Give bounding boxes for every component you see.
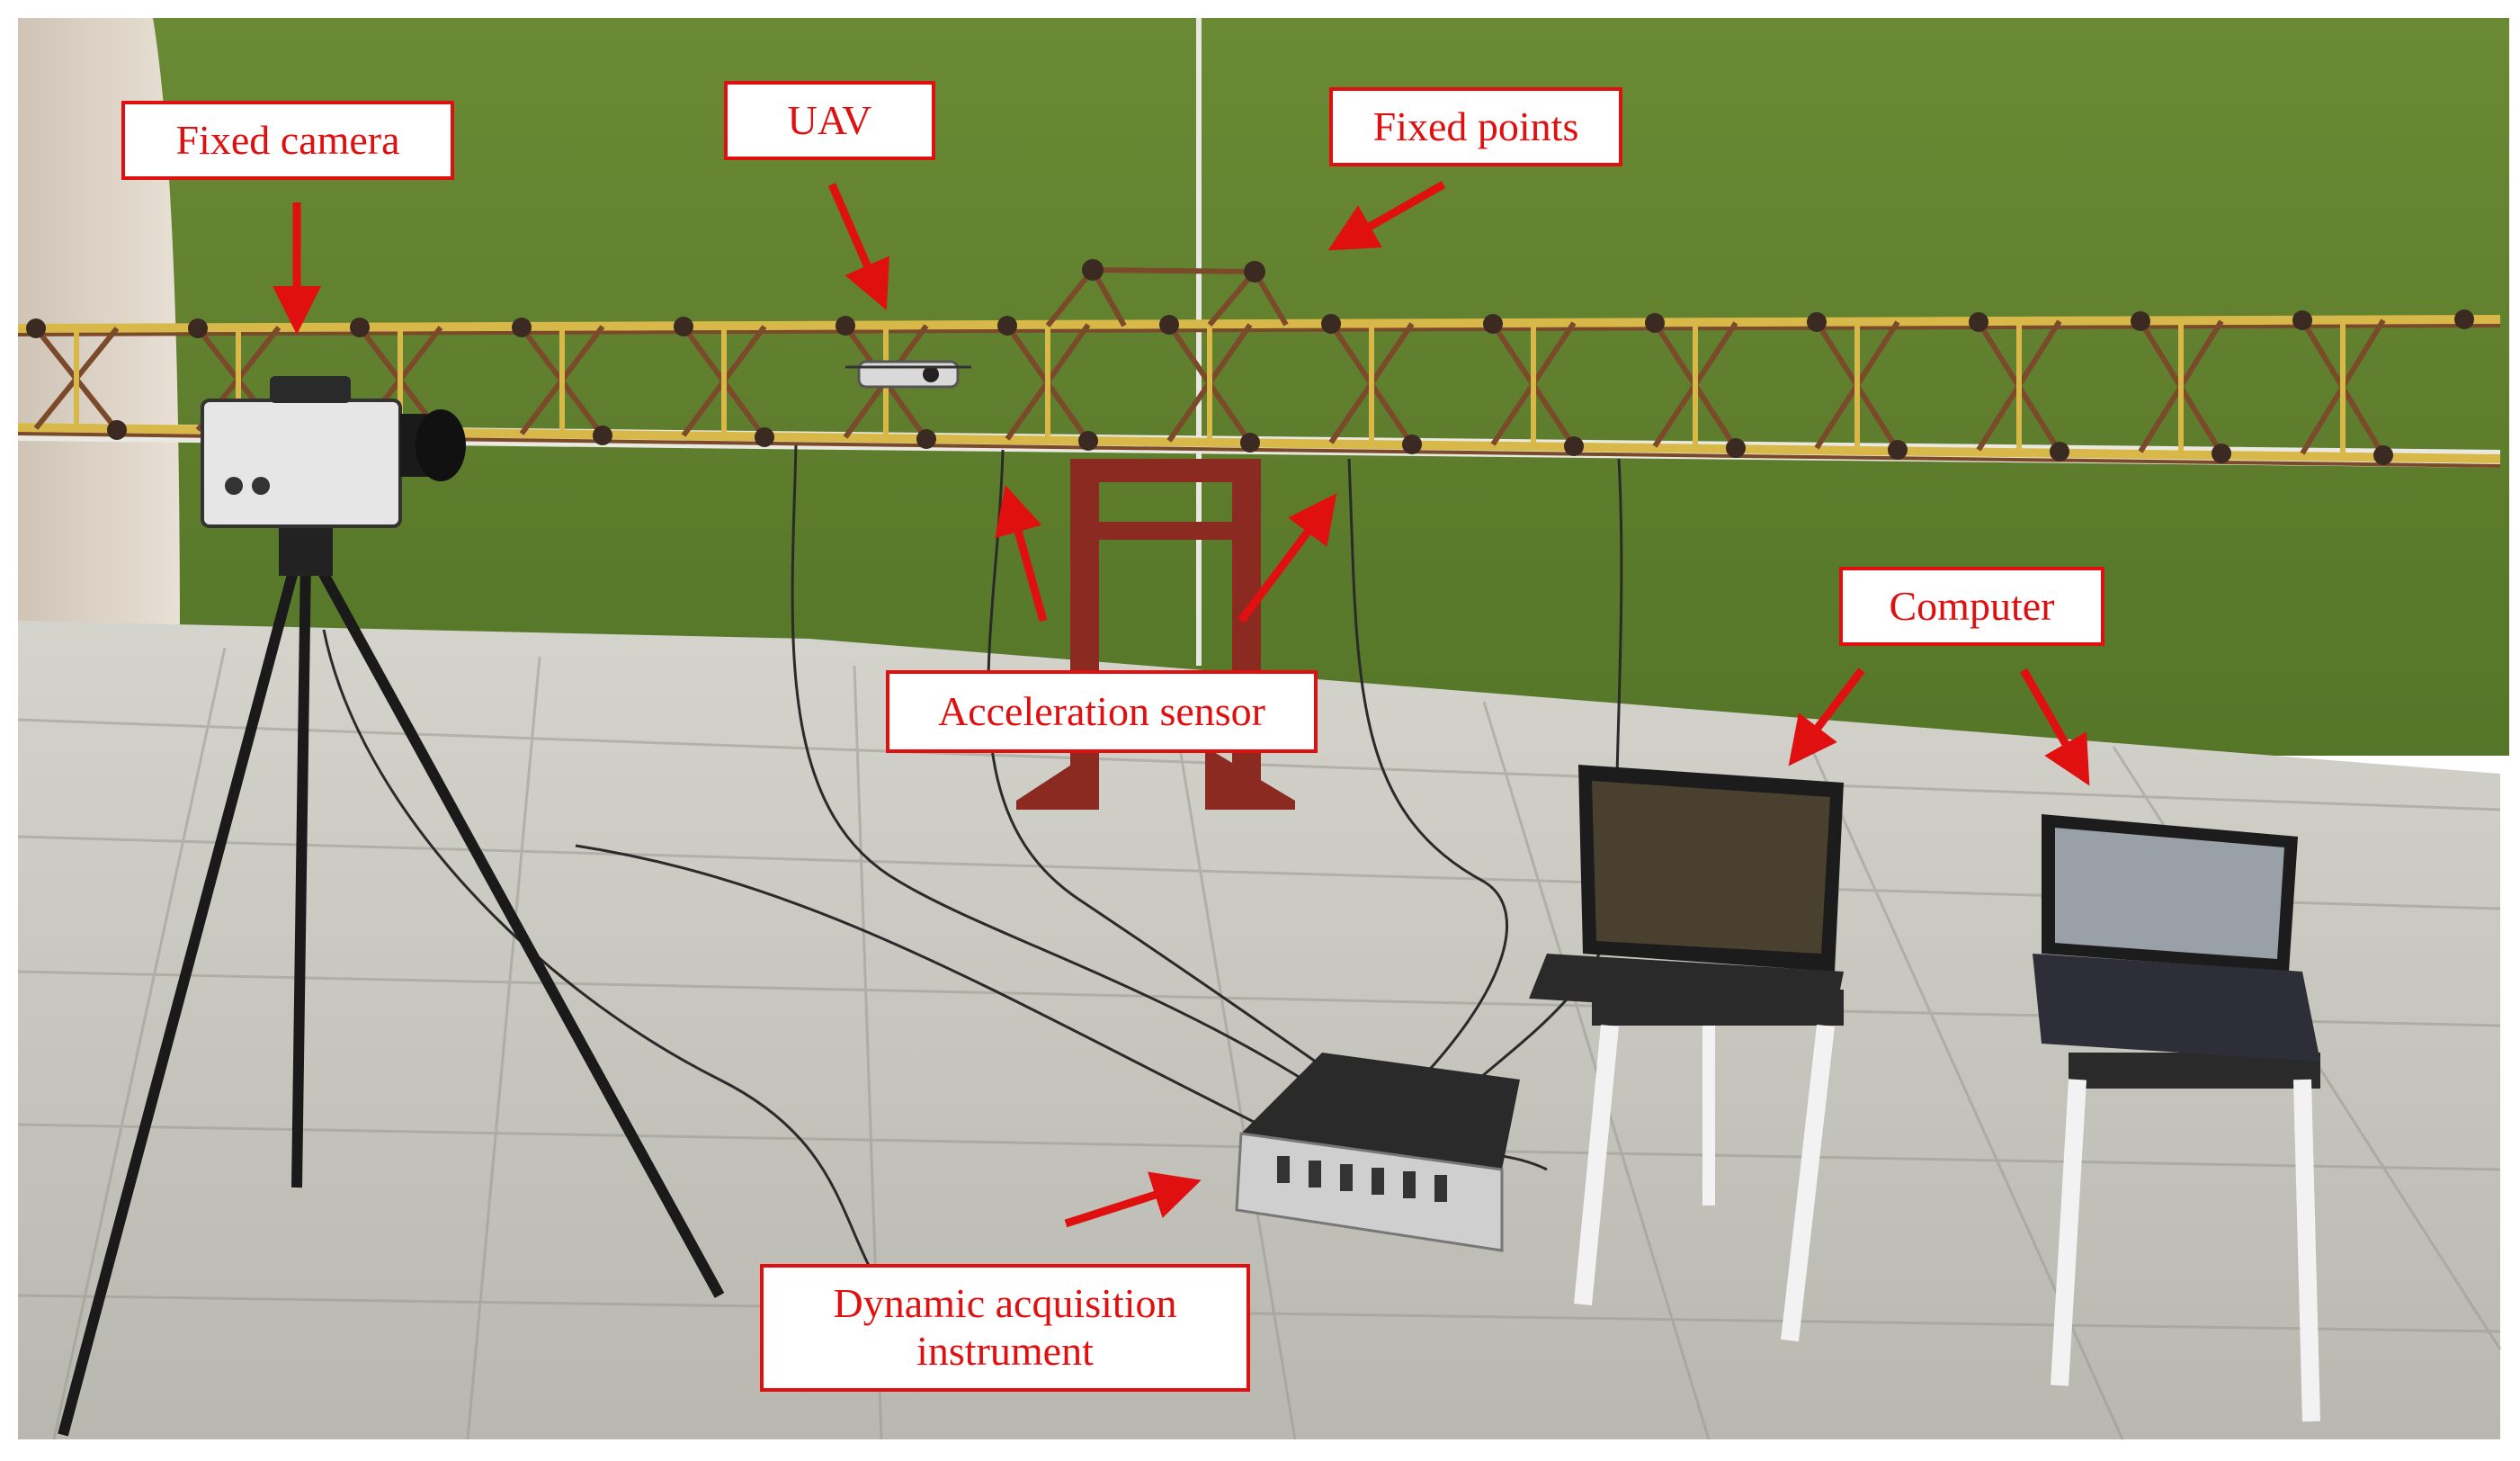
label-computer: Computer — [1839, 567, 2104, 646]
label-acceleration-sensor: Acceleration sensor — [886, 670, 1318, 753]
tiled-floor — [18, 621, 2500, 1439]
annotation-arrows — [273, 181, 2090, 1228]
arrow-sensor-left — [995, 484, 1048, 623]
arrow-fixed-points — [1327, 181, 1446, 251]
arrow-computer-right — [2020, 668, 2090, 786]
laptop-right-table — [2033, 814, 2320, 1422]
arrow-uav — [827, 183, 889, 310]
arrow-computer-left — [1788, 668, 1865, 766]
label-dynamic-acquisition-line2: instrument — [916, 1328, 1094, 1374]
arrow-sensor-right — [1238, 493, 1337, 623]
label-uav: UAV — [724, 81, 935, 160]
acquisition-instrument — [1235, 1053, 1520, 1252]
photo — [17, 18, 2509, 1440]
support-stand — [1016, 459, 1295, 810]
arrow-acquisition — [1064, 1171, 1202, 1228]
wall-seam — [1196, 18, 1202, 666]
uav-drone — [845, 360, 971, 389]
tripod-camera — [58, 376, 725, 1437]
label-dynamic-acquisition: Dynamic acquisition instrument — [760, 1264, 1250, 1392]
label-dynamic-acquisition-line1: Dynamic acquisition — [833, 1280, 1177, 1327]
laptop-left-table — [1529, 765, 1844, 1342]
label-fixed-camera: Fixed camera — [121, 101, 454, 180]
label-fixed-points: Fixed points — [1329, 87, 1622, 166]
